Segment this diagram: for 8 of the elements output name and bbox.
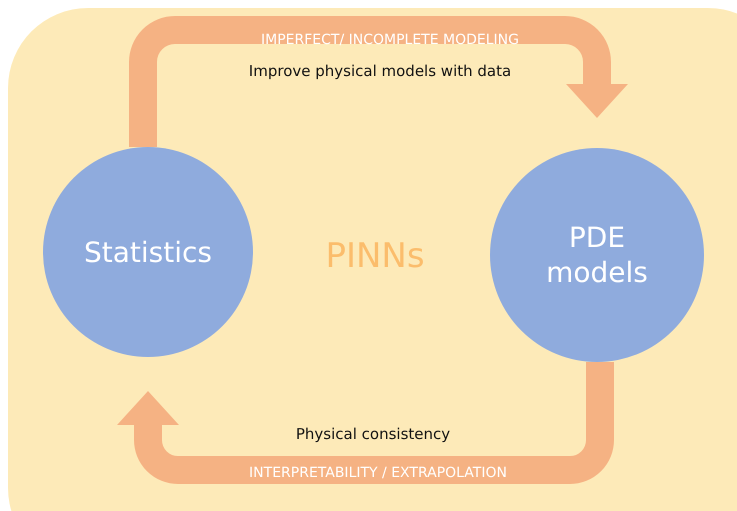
edge-label: IMPERFECT/ INCOMPLETE MODELING [261,32,519,48]
thick-arrow [129,16,628,147]
diagram-heading: PINNs [325,236,425,276]
note-text: Physical consistency [296,425,450,443]
edge-label: INTERPRETABILITY / EXTRAPOLATION [249,465,507,481]
node-label: Statistics [83,234,213,270]
node-label: PDE models [545,220,649,290]
note-text: Improve physical models with data [248,62,512,80]
